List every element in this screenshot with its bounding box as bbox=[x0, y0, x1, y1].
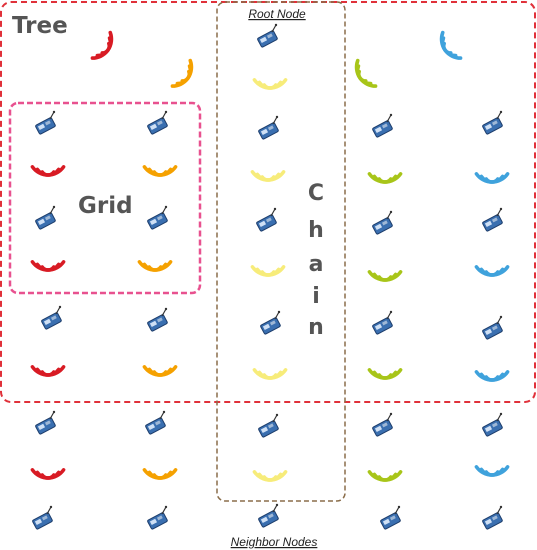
root-node-caption: Root Node bbox=[248, 7, 306, 21]
chain-letter-h: h bbox=[308, 218, 324, 243]
wireless-signal-icon bbox=[30, 468, 66, 480]
tree-region-border bbox=[0, 1, 536, 403]
sensor-node-icon bbox=[256, 23, 279, 49]
sensor-node-icon bbox=[371, 412, 394, 438]
wireless-signal-icon bbox=[250, 265, 286, 277]
wireless-signal-icon bbox=[367, 270, 403, 282]
wireless-signal-icon bbox=[367, 172, 403, 184]
wireless-signal-icon bbox=[474, 465, 510, 477]
sensor-node-icon bbox=[146, 110, 169, 136]
sensor-node-icon bbox=[481, 412, 504, 438]
wireless-signal-icon bbox=[474, 370, 510, 382]
sensor-node-icon bbox=[371, 210, 394, 236]
wireless-signal-icon bbox=[142, 468, 178, 480]
sensor-node-icon bbox=[257, 115, 280, 141]
sensor-node-icon bbox=[481, 110, 504, 136]
sensor-node-icon bbox=[257, 503, 280, 529]
icons-layer bbox=[30, 23, 510, 531]
sensor-node-icon bbox=[146, 307, 169, 333]
sensor-node-icon bbox=[257, 413, 280, 439]
wireless-signal-icon bbox=[252, 368, 288, 380]
sensor-node-icon bbox=[144, 410, 167, 436]
sensor-node-icon bbox=[481, 315, 504, 341]
wireless-signal-icon bbox=[367, 470, 403, 482]
wireless-signal-icon bbox=[252, 470, 288, 482]
wireless-signal-icon bbox=[30, 260, 66, 272]
chain-letter-n: n bbox=[308, 315, 324, 340]
wireless-signal-icon bbox=[354, 58, 378, 88]
sensor-node-icon bbox=[31, 505, 54, 531]
sensor-node-icon bbox=[481, 207, 504, 233]
wireless-signal-icon bbox=[367, 368, 403, 380]
wireless-signal-icon bbox=[30, 165, 66, 177]
sensor-node-icon bbox=[255, 207, 278, 233]
sensor-node-icon bbox=[371, 113, 394, 139]
chain-letter-a: a bbox=[309, 252, 324, 277]
wireless-signal-icon bbox=[474, 265, 510, 277]
chain-letter-c: C bbox=[308, 181, 324, 206]
chain-region-border bbox=[216, 1, 346, 502]
wireless-signal-icon bbox=[170, 58, 194, 88]
sensor-node-icon bbox=[34, 410, 57, 436]
grid-region-border bbox=[8, 101, 202, 295]
wireless-signal-icon bbox=[439, 30, 463, 60]
wireless-signal-icon bbox=[142, 365, 178, 377]
wireless-signal-icon bbox=[252, 78, 288, 90]
sensor-node-icon bbox=[146, 205, 169, 231]
sensor-node-icon bbox=[371, 310, 394, 336]
wireless-signal-icon bbox=[30, 365, 66, 377]
sensor-node-icon bbox=[34, 205, 57, 231]
sensor-node-icon bbox=[481, 505, 504, 531]
wireless-signal-icon bbox=[474, 172, 510, 184]
wireless-signal-icon bbox=[142, 165, 178, 177]
sensor-node-icon bbox=[34, 110, 57, 136]
neighbor-nodes-caption: Neighbor Nodes bbox=[231, 535, 318, 549]
sensor-node-icon bbox=[40, 305, 63, 331]
wireless-signal-icon bbox=[137, 260, 173, 272]
tree-label: Tree bbox=[12, 13, 68, 39]
wireless-signal-icon bbox=[250, 170, 286, 182]
wireless-signal-icon bbox=[90, 30, 114, 60]
sensor-node-icon bbox=[259, 310, 282, 336]
sensor-node-icon bbox=[379, 505, 402, 531]
chain-letter-i: i bbox=[312, 284, 320, 309]
grid-label: Grid bbox=[78, 193, 133, 219]
sensor-node-icon bbox=[146, 505, 169, 531]
